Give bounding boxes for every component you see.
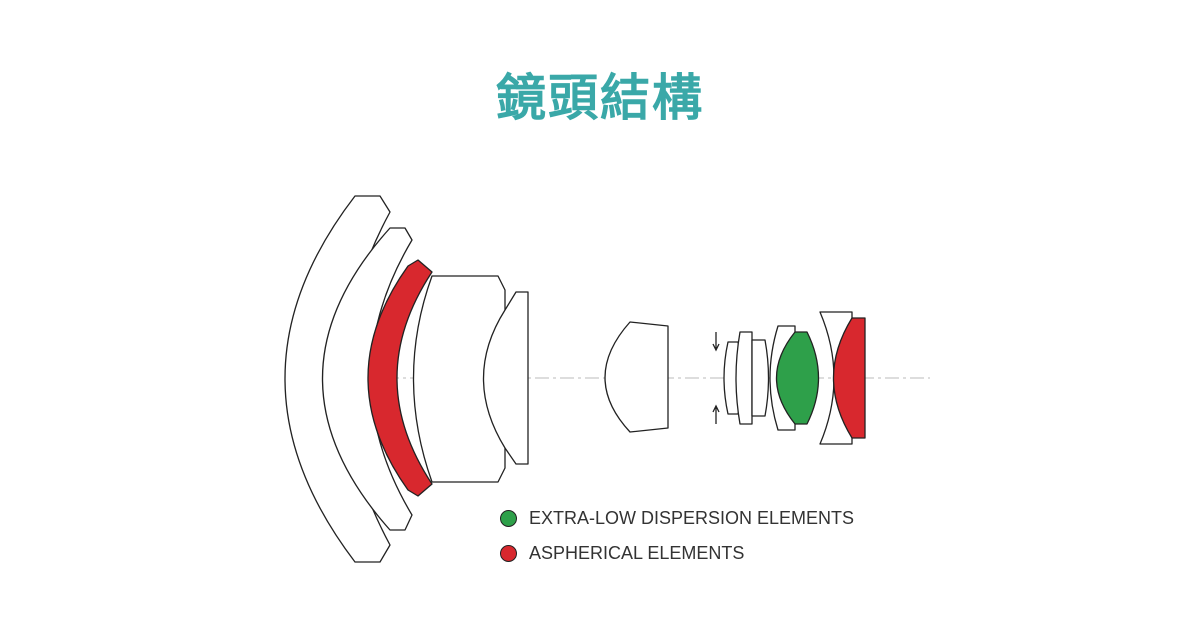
lens-element-5 — [482, 291, 529, 465]
lens-element-9 — [751, 339, 770, 417]
lens-element-8 — [735, 331, 753, 425]
focus-arrow-down — [712, 404, 720, 424]
page-title: 鏡頭結構 — [496, 69, 704, 127]
ed-swatch — [500, 510, 517, 527]
lens-element-4 — [412, 275, 506, 483]
lens-element-2 — [321, 227, 413, 531]
legend-aspherical-label: ASPHERICAL ELEMENTS — [529, 543, 745, 563]
legend-ed-label: EXTRA-LOW DISPERSION ELEMENTS — [529, 508, 855, 528]
aspherical-element-2 — [832, 317, 866, 439]
ed-element — [776, 331, 820, 425]
focus-arrow-up — [712, 332, 720, 352]
legend-ed: EXTRA-LOW DISPERSION ELEMENTS — [500, 508, 854, 529]
aspherical-element-1 — [367, 259, 433, 497]
lens-element-6 — [604, 321, 669, 433]
aspherical-swatch — [500, 545, 517, 562]
legend-aspherical: ASPHERICAL ELEMENTS — [500, 543, 744, 564]
